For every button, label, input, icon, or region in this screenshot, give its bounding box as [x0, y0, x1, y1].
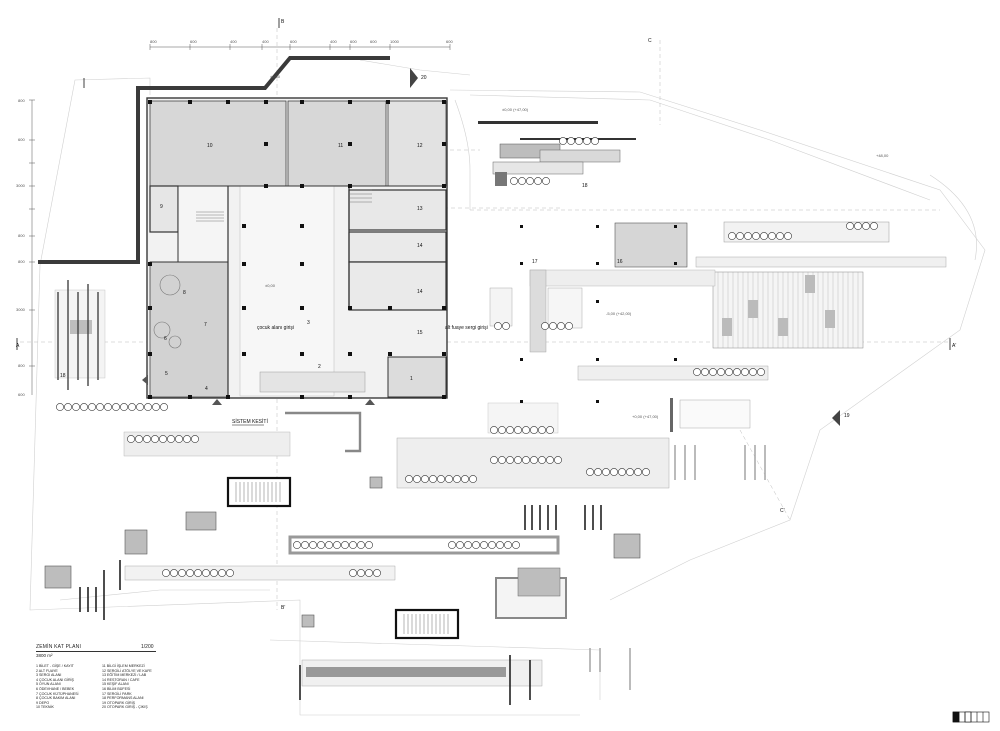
legend-item: 15 KEŞİF ALANI — [102, 682, 129, 687]
room-number: 9 — [160, 204, 163, 210]
ruler-label: 600 — [290, 39, 297, 44]
ruler-labels: 800 600 400 400 600 400 600 600 1000 600… — [16, 39, 453, 397]
room-number: 2 — [318, 364, 321, 370]
section-marker: A' — [952, 343, 956, 349]
room-number: 14 — [417, 289, 423, 295]
room-number: 3 — [307, 320, 310, 326]
room-number: 17 — [532, 259, 538, 265]
legend-item: 17 SERGİLİ PARK — [102, 691, 132, 696]
level-label: ±0,00 — [270, 74, 281, 79]
room-number: 19 — [844, 413, 850, 419]
ruler-label: 600 — [18, 137, 25, 142]
ruler-top — [149, 44, 451, 50]
room-number: 4 — [205, 386, 208, 392]
legend-item: 16 BİLİM BÜFESİ — [102, 686, 131, 691]
foyer-entrance-label: alt fuaye sergi girişi — [445, 325, 488, 331]
room-number: 16 — [617, 259, 623, 265]
legend-item: 13 EĞİTİM MERKEZİ / LAB — [102, 673, 147, 678]
site-posts — [520, 225, 677, 403]
room-number: 8 — [183, 290, 186, 296]
legend-item: 6 ÖDEVHANE / BEBEK — [36, 686, 75, 691]
seating-circles — [56, 137, 878, 577]
ruler-label: 600 — [190, 39, 197, 44]
level-labels: ±0,00 ±0,00 (+47,00) +0,00 (+47,00) -5,0… — [265, 74, 889, 419]
main-building — [142, 97, 448, 405]
ruler-label: 3000 — [16, 183, 26, 188]
ruler-label: 3000 — [16, 307, 26, 312]
legend-item: 8 ÇOCUK BAKIM ALANI — [36, 696, 76, 701]
entrance-arrow-19 — [832, 410, 840, 426]
section-marker: C' — [780, 508, 785, 514]
legend-item: 14 RESTORAN / CAFE — [102, 677, 140, 682]
level-label: +0,00 (+47,00) — [632, 414, 659, 419]
plan-title: ZEMİN KAT PLANI — [36, 644, 82, 650]
legend-item: 7 ÇOCUK KÜTÜPHANESİ — [36, 691, 79, 696]
legend-item: 18 PERFORMANS ALANI — [102, 696, 144, 701]
south-landscape — [44, 402, 766, 705]
room-number: 1 — [410, 376, 413, 382]
level-label: +48,00 — [876, 153, 889, 158]
section-marker: C — [648, 38, 652, 44]
section-markers: B B' A A' C C' — [16, 18, 956, 611]
room-number: 18 — [582, 183, 588, 189]
ruler-label: 600 — [18, 392, 25, 397]
legend-item: 2 ALT FUAYE — [36, 668, 58, 673]
legend-item: 11 BİLGİ İŞLEM MERKEZİ — [102, 664, 145, 668]
room-number: 20 — [421, 75, 427, 81]
legend-column-1: 1 BİLET - GİŞE / KAYIT 2 ALT FUAYE 3 SER… — [36, 664, 98, 710]
boundary-wall — [38, 56, 390, 264]
graphic-scale-bar — [952, 711, 990, 723]
ruler-label: 600 — [370, 39, 377, 44]
section-marker: B' — [281, 605, 285, 611]
ruler-label: 800 — [18, 363, 25, 368]
section-label: SİSTEM KESİTİ — [232, 418, 268, 425]
level-label: -5,00 (+42,00) — [606, 311, 632, 316]
ruler-label: 800 — [18, 233, 25, 238]
legend-item: 4 ÇOCUK ALANI GİRİŞ — [36, 677, 74, 682]
legend: ZEMİN KAT PLANI 1/200 3800 m² 1 BİLET - … — [36, 644, 216, 710]
room-number: 5 — [165, 371, 168, 377]
room-number: 10 — [207, 143, 213, 149]
room-number: 15 — [417, 330, 423, 336]
ruler-label: 1000 — [390, 39, 400, 44]
ruler-label: 600 — [350, 39, 357, 44]
room-number: 12 — [417, 143, 423, 149]
room-number: 18 — [60, 373, 66, 379]
legend-column-2: 11 BİLGİ İŞLEM MERKEZİ 12 SERGİLİ ATÖLYE… — [102, 664, 164, 710]
legend-item: 19 OTOPARK GİRİŞ — [102, 700, 136, 705]
legend-item: 12 SERGİLİ ATÖLYE VE KAFE — [102, 668, 152, 673]
legend-item: 20 OTOPARK GİRİŞ - ÇIKIŞ — [102, 705, 148, 710]
legend-item: 1 BİLET - GİŞE / KAYIT — [36, 664, 74, 668]
room-number: 13 — [417, 206, 423, 212]
legend-item: 9 DEPO — [36, 700, 50, 705]
room-number: 11 — [338, 143, 343, 149]
ruler-left — [29, 99, 35, 395]
ne-terraces — [478, 121, 947, 432]
plan-scale: 1/200 — [141, 644, 154, 650]
ruler-label: 600 — [446, 39, 453, 44]
legend-item: 10 TEKNİK — [36, 705, 54, 710]
ruler-label: 400 — [230, 39, 237, 44]
legend-item: 5 OYUN ALANI — [36, 682, 61, 687]
child-area-entrance-label: çocuk alanı girişi — [257, 325, 294, 331]
ruler-label: 800 — [150, 39, 157, 44]
section-marker: B — [281, 19, 285, 25]
ruler-label: 400 — [262, 39, 269, 44]
room-number: 14 — [417, 243, 423, 249]
room-number: 7 — [204, 322, 207, 328]
ruler-label: 800 — [18, 98, 25, 103]
section-marker: A — [16, 343, 20, 349]
level-label: ±0,00 (+47,00) — [502, 107, 529, 112]
room-number: 6 — [164, 336, 167, 342]
ruler-label: 400 — [330, 39, 337, 44]
west-stripes — [54, 280, 106, 390]
level-label: ±0,00 — [265, 283, 276, 288]
ruler-label: 800 — [18, 259, 25, 264]
entrance-arrow-20 — [410, 68, 418, 88]
legend-item: 3 SERGİ ALANI — [36, 673, 62, 678]
plan-area: 3800 m² — [36, 653, 53, 658]
room-numbers: 1 2 3 4 5 6 7 8 9 10 11 12 13 14 14 15 1… — [60, 75, 850, 419]
